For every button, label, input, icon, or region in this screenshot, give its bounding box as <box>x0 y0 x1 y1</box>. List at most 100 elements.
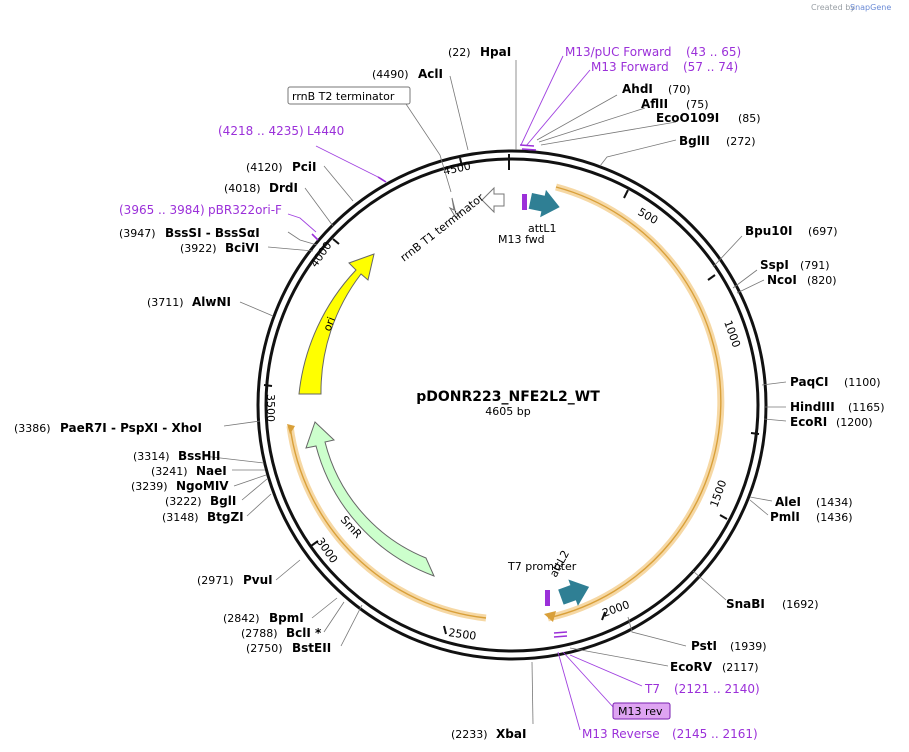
enzyme-bsteii: BstEII <box>292 641 331 655</box>
smr-arrow <box>305 421 435 577</box>
enzyme-aflii: AflII <box>641 97 668 111</box>
enzyme-ncoi: NcoI <box>767 273 797 287</box>
enzyme-hindiii: HindIII <box>790 400 835 414</box>
enzyme-bcivi: BciVI <box>225 241 259 255</box>
primer-leaders <box>287 55 643 731</box>
enzyme-drdi-pos: (4018) <box>224 182 261 195</box>
attl2-arrow <box>558 579 590 606</box>
tick-label-1000: 1000 <box>721 319 743 350</box>
enzyme-alei: AleI <box>775 495 801 509</box>
plasmid-length: 4605 bp <box>485 405 530 418</box>
orf-arrow-right <box>544 611 556 622</box>
enzyme-hpai-pos: (22) <box>448 46 471 59</box>
primer-l4440-range: (4218 .. 4235) <box>218 124 304 138</box>
tick-label-1500: 1500 <box>708 478 730 509</box>
enzyme-ecorv: EcoRV <box>670 660 713 674</box>
orf-arrow-left <box>287 424 295 434</box>
feature-m13fwd: M13 fwd <box>498 233 545 246</box>
enzyme-bpu10i-pos: (697) <box>808 225 838 238</box>
primer-m13-forward: M13 Forward <box>591 60 669 74</box>
primer-m13-rev-box <box>612 702 671 720</box>
primer-t7-range: (2121 .. 2140) <box>674 682 760 696</box>
enzyme-psti: PstI <box>691 639 717 653</box>
enzyme-bsteii-pos: (2750) <box>246 642 283 655</box>
enzyme-bsssi: BssSI - BssSαI <box>165 226 260 240</box>
enzyme-leaders-left <box>202 75 469 647</box>
enzyme-paqci: PaqCI <box>790 375 828 389</box>
enzyme-ecoo109i: EcoO109I <box>656 111 719 125</box>
enzyme-pmli-pos: (1436) <box>816 511 853 524</box>
enzyme-leaders-right <box>515 60 787 725</box>
enzyme-bsshii: BssHII <box>178 449 220 463</box>
enzyme-acli-pos: (4490) <box>372 68 409 81</box>
enzyme-pvui: PvuI <box>243 573 273 587</box>
rrnb-t2-arrow <box>448 197 462 219</box>
enzyme-bpu10i: Bpu10I <box>745 224 792 238</box>
enzyme-ecoo109i-pos: (85) <box>738 112 761 125</box>
backbone <box>256 149 768 661</box>
attl1-arrow <box>528 189 560 218</box>
enzyme-bsssi-pos: (3947) <box>119 227 156 240</box>
rrnb-t2-box <box>287 86 411 105</box>
tick-label-3500: 3500 <box>264 394 277 422</box>
enzyme-naei: NaeI <box>196 464 227 478</box>
enzyme-alwni: AlwNI <box>192 295 231 309</box>
primer-marks <box>311 144 568 638</box>
tick-label-2500: 2500 <box>448 626 478 643</box>
enzyme-bpmi-pos: (2842) <box>223 612 260 625</box>
feature-rrnb-t1: rrnB T1 terminator <box>398 191 487 265</box>
enzyme-ecori: EcoRI <box>790 415 827 429</box>
enzyme-ngomiv-pos: (3239) <box>131 480 168 493</box>
enzyme-ncoi-pos: (820) <box>807 274 837 287</box>
plasmid-name: pDONR223_NFE2L2_WT <box>416 389 600 405</box>
primer-pbr322ori-f-range: (3965 .. 3984) <box>119 203 205 217</box>
enzyme-bpmi: BpmI <box>269 611 304 625</box>
enzyme-ngomiv: NgoMIV <box>176 479 229 493</box>
enzyme-ecori-pos: (1200) <box>836 416 873 429</box>
tick-label-4500: 4500 <box>442 159 472 178</box>
enzyme-aflii-pos: (75) <box>686 98 709 111</box>
enzyme-bgli: BglI <box>210 494 236 508</box>
primer-pbr322ori-f: pBR322ori-F <box>208 203 282 217</box>
enzyme-hpai: HpaI <box>480 45 511 59</box>
enzyme-bglii-pos: (272) <box>726 135 756 148</box>
enzyme-pcii-pos: (4120) <box>246 161 283 174</box>
enzyme-ahdi: AhdI <box>622 82 653 96</box>
enzyme-sspi: SspI <box>760 258 789 272</box>
primer-l4440: L4440 <box>307 124 344 138</box>
enzyme-hindiii-pos: (1165) <box>848 401 885 414</box>
primer-m13-puc-forward: M13/pUC Forward <box>565 45 672 59</box>
credit-prefix: Created by <box>811 3 855 12</box>
enzyme-snabi-pos: (1692) <box>782 598 819 611</box>
primer-t7: T7 <box>644 682 660 696</box>
rrnb-t2-leader <box>405 103 452 193</box>
tick-label-2000: 2000 <box>601 598 632 620</box>
t7-mark <box>545 590 550 606</box>
m13fwd-mark <box>522 194 527 210</box>
enzyme-acli: AclI <box>418 67 443 81</box>
credit-brand: SnapGene <box>850 3 891 12</box>
rrnb-t1-arrow <box>481 186 505 214</box>
feature-attl1: attL1 <box>528 222 557 235</box>
enzyme-psti-pos: (1939) <box>730 640 767 653</box>
enzyme-bglii: BglII <box>679 134 710 148</box>
enzyme-xbai: XbaI <box>496 727 526 741</box>
enzyme-btgzi: BtgZI <box>207 510 244 524</box>
orf-line-left <box>289 425 487 619</box>
primer-m13-puc-forward-range: (43 .. 65) <box>686 45 741 59</box>
enzyme-drdi: DrdI <box>269 181 298 195</box>
enzyme-snabi: SnaBI <box>726 597 765 611</box>
ori-arrow <box>298 253 375 395</box>
enzyme-bgli-pos: (3222) <box>165 495 202 508</box>
tick-label-500: 500 <box>636 205 661 227</box>
enzyme-bcli: BclI * <box>286 626 322 640</box>
enzyme-naei-pos: (3241) <box>151 465 188 478</box>
enzyme-pcii: PciI <box>292 160 317 174</box>
enzyme-sspi-pos: (791) <box>800 259 830 272</box>
enzyme-ahdi-pos: (70) <box>668 83 691 96</box>
primer-m13-forward-range: (57 .. 74) <box>683 60 738 74</box>
enzyme-btgzi-pos: (3148) <box>162 511 199 524</box>
enzyme-ecorv-pos: (2117) <box>722 661 759 674</box>
primer-m13-rev: M13 rev <box>618 705 663 718</box>
enzyme-alei-pos: (1434) <box>816 496 853 509</box>
